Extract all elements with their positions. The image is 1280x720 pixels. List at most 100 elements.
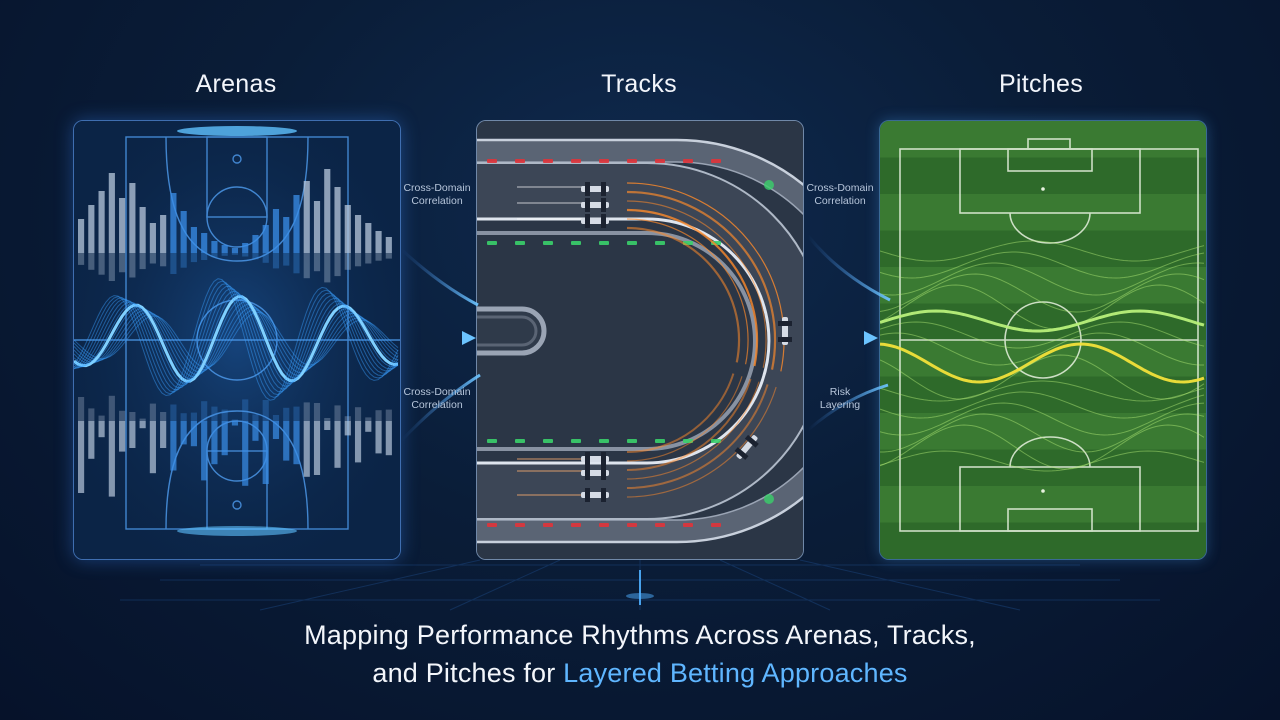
- kerb-light: [683, 159, 693, 163]
- equalizer-bar: [272, 209, 280, 253]
- arrow-tracks-top: [806, 235, 891, 302]
- kerb-light: [487, 523, 497, 527]
- kerb-light: [599, 241, 609, 245]
- car-wheels: [744, 434, 759, 448]
- equalizer-bar: [221, 421, 228, 456]
- equalizer-bar-reflection: [170, 253, 177, 274]
- arrow-arenas-top: [400, 248, 479, 307]
- equalizer-bar-reflection: [313, 403, 321, 421]
- equalizer-bar: [98, 191, 105, 253]
- grass-stripe: [880, 303, 1206, 340]
- equalizer-bar-reflection: [344, 416, 351, 421]
- callout-line: Correlation: [814, 195, 866, 207]
- equalizer-bar: [334, 421, 341, 468]
- equalizer-bar: [119, 198, 126, 253]
- race-car: [581, 214, 609, 228]
- equalizer-bar: [293, 421, 300, 465]
- equalizer-bar: [313, 201, 321, 253]
- rhythm-wave: [74, 280, 399, 399]
- kerb-light: [515, 439, 525, 443]
- kerb-light: [655, 159, 665, 163]
- equalizer-bar-reflection: [324, 418, 331, 421]
- equalizer-bar: [272, 421, 280, 439]
- momentum-wave: [880, 284, 1205, 330]
- equalizer-bar: [119, 421, 126, 452]
- arenas-panel: [73, 120, 401, 560]
- race-car: [581, 198, 609, 212]
- equalizer-bar: [108, 173, 115, 253]
- kerb-light: [711, 523, 721, 527]
- grass-stripe: [880, 413, 1206, 450]
- equalizer-bar: [354, 421, 362, 463]
- equalizer-bar: [252, 421, 259, 441]
- grass-stripe: [880, 376, 1206, 413]
- kerb-light: [764, 494, 774, 504]
- equalizer-bar-reflection: [303, 253, 310, 279]
- equalizer-bar-reflection: [231, 419, 239, 421]
- headline-line-2: and Pitches for Layered Betting Approach…: [0, 654, 1280, 692]
- equalizer-bar: [303, 181, 310, 253]
- tracks-title: Tracks: [601, 70, 677, 98]
- kerb-light: [683, 523, 693, 527]
- grass-stripe: [880, 267, 1206, 304]
- momentum-wave: [880, 402, 1205, 436]
- momentum-wave: [880, 450, 1205, 472]
- momentum-wave: [880, 354, 1205, 400]
- equalizer-bar: [201, 421, 208, 481]
- kerb-light: [627, 439, 637, 443]
- equalizer-bar-reflection: [334, 405, 341, 421]
- equalizer-bar: [88, 205, 95, 253]
- pitches-panel: [879, 120, 1207, 560]
- equalizer-bar-reflection: [108, 395, 115, 421]
- momentum-wave: [880, 251, 1205, 279]
- equalizer-bar-reflection: [293, 253, 300, 274]
- rhythm-wave: [74, 295, 399, 383]
- rhythm-wave: [74, 288, 399, 390]
- equalizer-bar: [221, 245, 228, 253]
- callout-bottom-right: Risk Layering: [795, 386, 885, 412]
- equalizer-bar: [139, 421, 146, 429]
- equalizer-bar-reflection: [242, 399, 249, 421]
- momentum-wave: [880, 240, 1205, 262]
- equalizer-bar: [231, 421, 239, 426]
- momentum-wave: [880, 413, 1205, 453]
- momentum-wave: [880, 380, 1205, 402]
- equalizer-bar-reflection: [385, 253, 392, 259]
- equalizer-bar: [129, 183, 136, 253]
- car-wheels: [601, 466, 606, 480]
- car-wheels: [734, 447, 749, 460]
- momentum-wave: [880, 262, 1205, 296]
- equalizer-bar: [324, 421, 331, 430]
- rhythm-wave: [74, 303, 399, 376]
- speed-trail: [626, 190, 777, 370]
- equalizer-bar: [293, 195, 300, 253]
- speed-trail: [626, 218, 749, 365]
- kerb-light: [655, 523, 665, 527]
- car-wheels: [585, 214, 590, 228]
- callout-line: Cross-Domain: [403, 386, 471, 398]
- equalizer-bar: [324, 169, 331, 253]
- kerb-light: [683, 439, 693, 443]
- speed-trail: [626, 226, 741, 363]
- equalizer-bar-reflection: [354, 253, 362, 267]
- equalizer-bar-reflection: [160, 412, 167, 421]
- kerb-light: [764, 180, 774, 190]
- kerb-light: [599, 159, 609, 163]
- equalizer-bar: [170, 193, 177, 253]
- momentum-wave: [880, 391, 1205, 419]
- equalizer-bar-reflection: [78, 397, 85, 421]
- kerb-light: [571, 523, 581, 527]
- equalizer-bar: [365, 223, 372, 253]
- callout-line: Layering: [819, 399, 861, 411]
- car-wheels: [585, 466, 590, 480]
- rhythm-wave: [74, 306, 399, 373]
- race-track-illustration: [477, 121, 803, 559]
- race-car: [581, 488, 609, 502]
- equalizer-bar-reflection: [231, 253, 239, 255]
- rhythm-wave: [74, 290, 399, 387]
- speed-trail: [626, 376, 743, 462]
- equalizer-bar-reflection: [324, 253, 331, 283]
- car-wheels: [601, 488, 606, 502]
- kerb-light: [711, 439, 721, 443]
- equalizer-bar-reflection: [180, 253, 187, 268]
